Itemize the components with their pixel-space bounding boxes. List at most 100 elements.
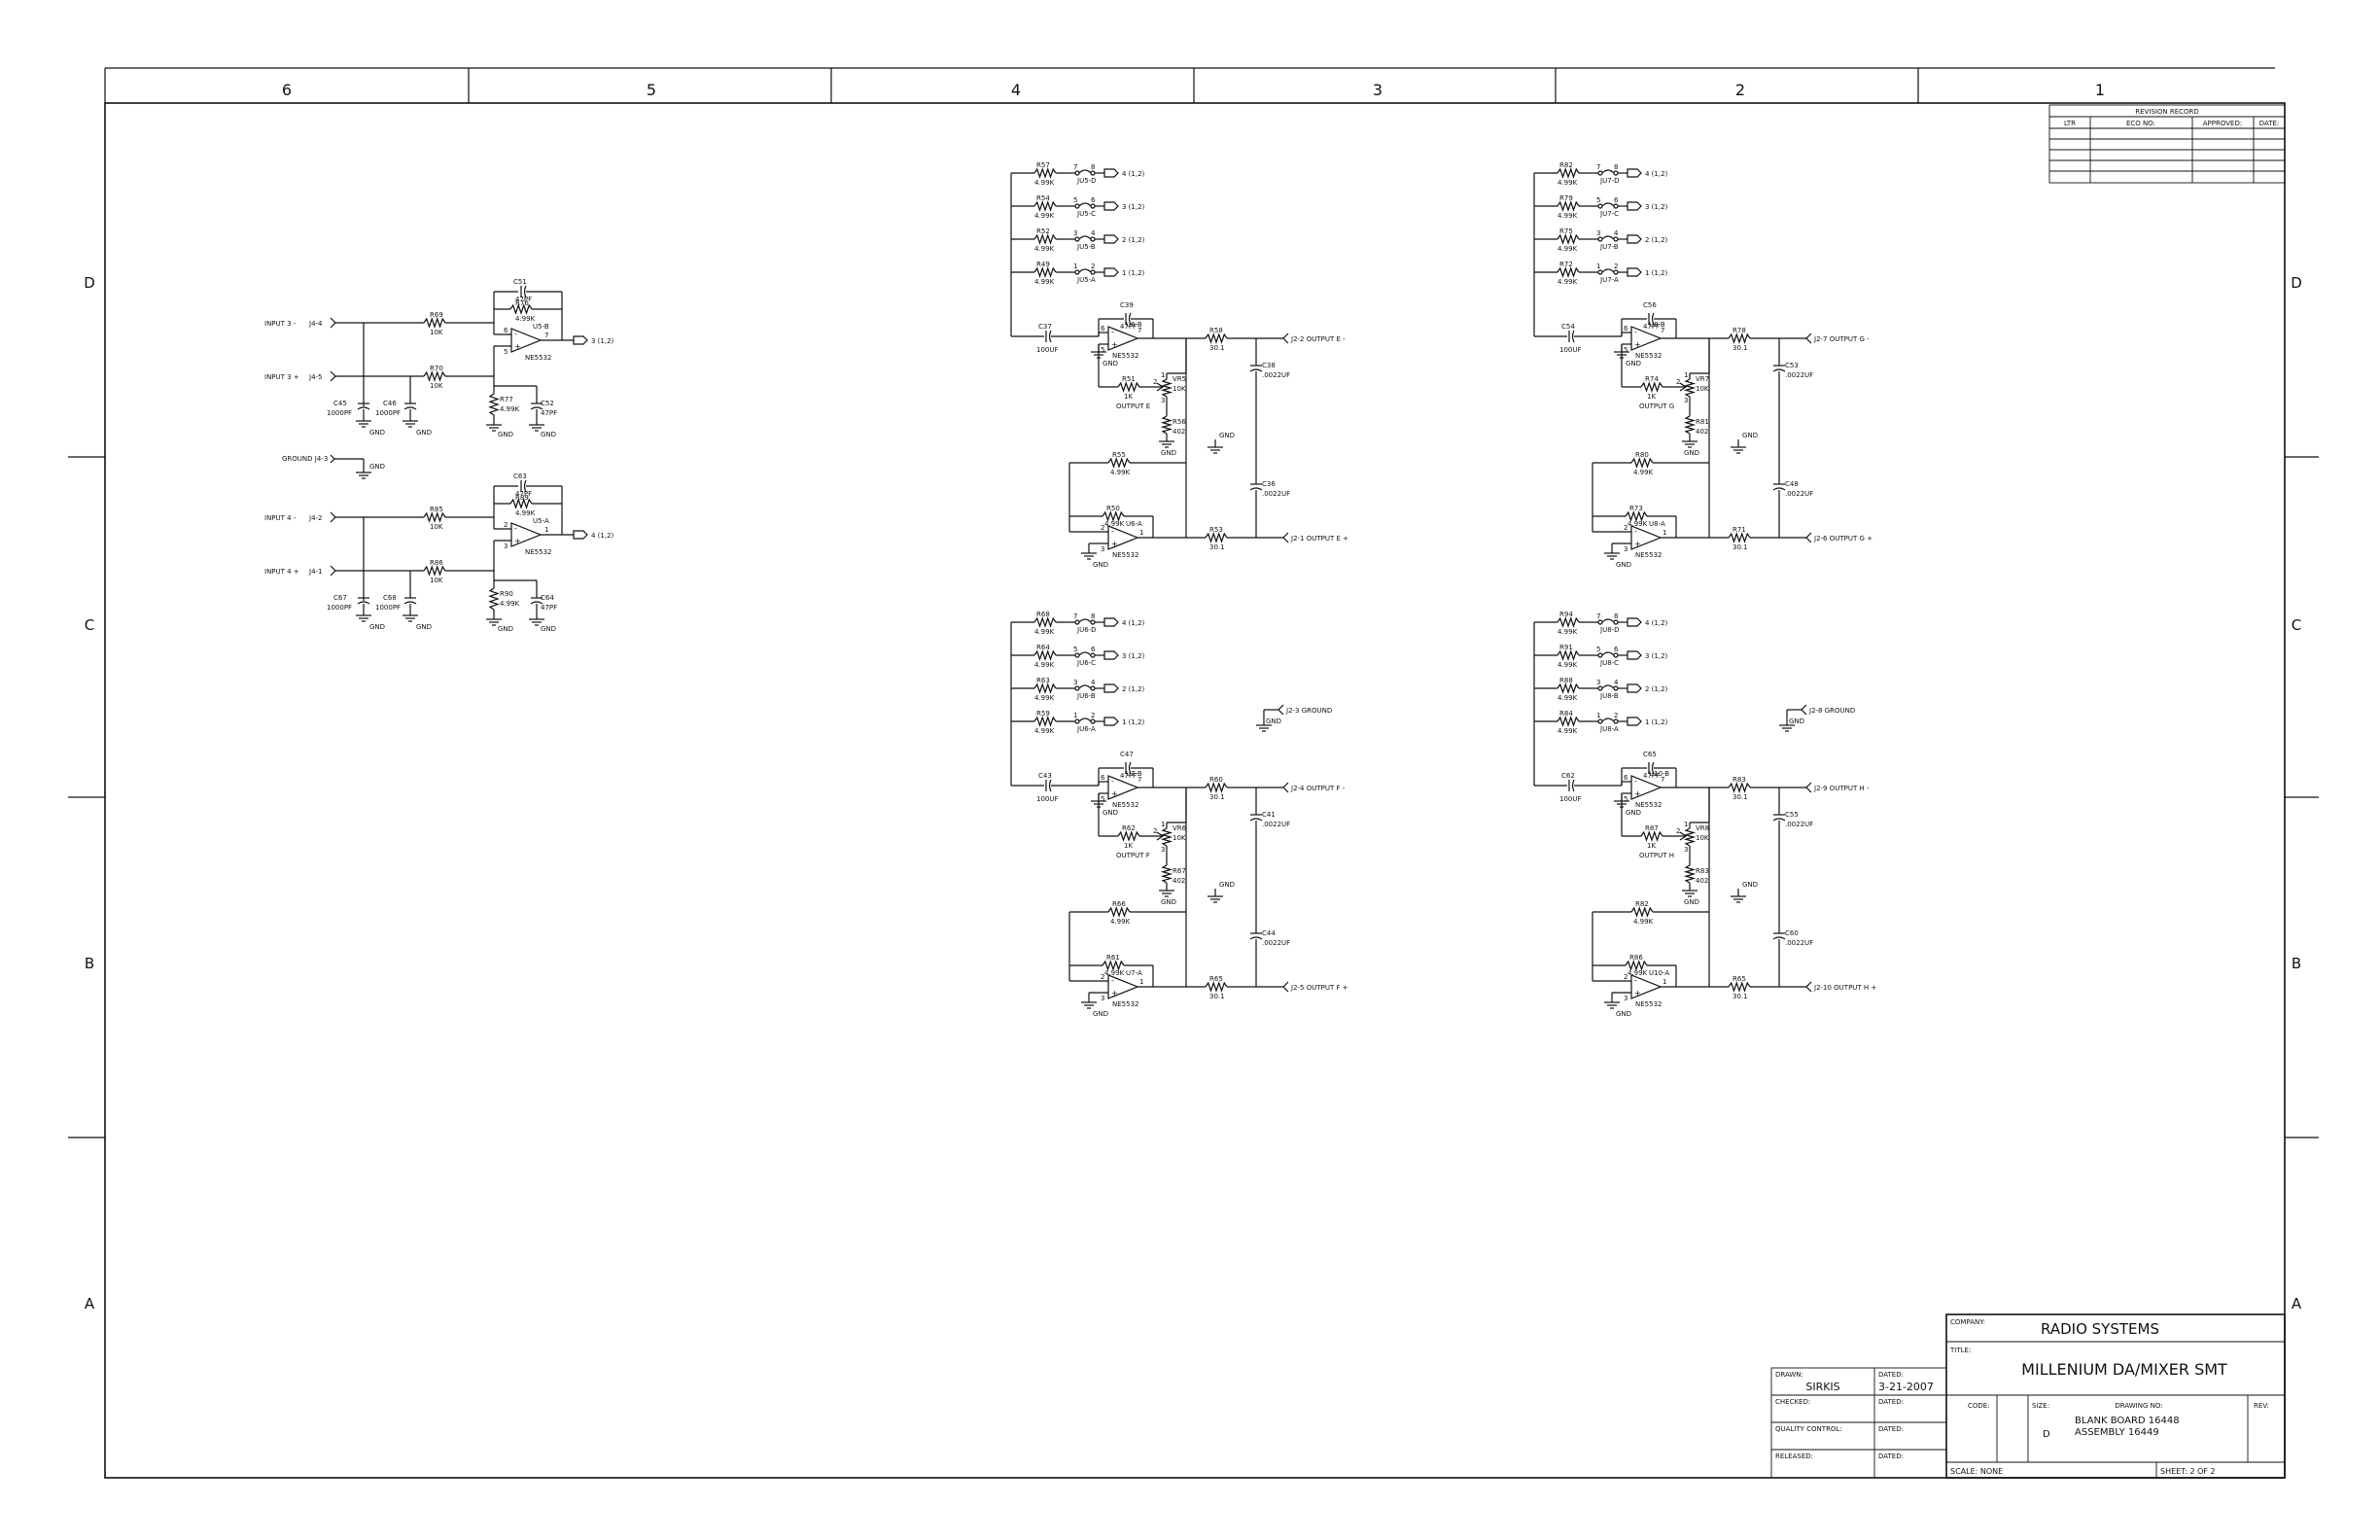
resistor-symbol [1640, 830, 1663, 842]
component-label: C51 [513, 278, 527, 286]
component-label: VR6 [1172, 824, 1187, 832]
component-label: 5 [1073, 646, 1077, 653]
component-label: 4 [1091, 679, 1096, 686]
bus-flag [1103, 201, 1119, 211]
component-label: 7 [1073, 612, 1077, 620]
component-label: 30.1 [1732, 543, 1748, 551]
component-label: 10K [430, 523, 443, 531]
component-label: 3 [1684, 846, 1688, 854]
component-label: 10K [1696, 385, 1709, 393]
drawing-no-line1: BLANK BOARD 16448 [2075, 1416, 2180, 1426]
component-label: R78 [1732, 327, 1746, 334]
component-label: R94 [1559, 611, 1573, 618]
component-label: .0022UF [1785, 821, 1813, 828]
component-label: R62 [1122, 824, 1136, 832]
component-label: 8 [1614, 612, 1618, 620]
component-label: JU8-C [1599, 659, 1619, 667]
component-label: C56 [1643, 301, 1657, 309]
component-label: R50 [1106, 505, 1120, 512]
component-label: R63 [1036, 677, 1050, 684]
connector-arrow [1805, 332, 1812, 344]
component-label: 4.99K [1558, 628, 1578, 636]
component-label: GND [541, 431, 556, 438]
component-label: 47PF [1120, 323, 1137, 331]
component-label: 2 [1153, 378, 1157, 386]
component-label: R82 [1635, 900, 1649, 908]
component-label: NE5532 [1112, 801, 1138, 809]
resistor-symbol [1033, 233, 1057, 245]
component-label: 2 [1101, 973, 1104, 981]
resistor-symbol [1557, 233, 1580, 245]
component-label: 6 [1101, 325, 1105, 332]
component-label: NE5532 [525, 354, 551, 362]
component-label: 30.1 [1209, 543, 1225, 551]
component-label: JU5-A [1076, 276, 1096, 284]
opamp-minus: - [1634, 328, 1637, 336]
component-label: 3 [1161, 397, 1165, 404]
component-label: 7 [1661, 327, 1664, 334]
resistor-symbol [1107, 457, 1131, 469]
connector-arrow [1282, 782, 1289, 793]
resistor-symbol [1033, 649, 1057, 661]
component-label: 47PF [541, 409, 557, 417]
component-label: 2 [1091, 262, 1095, 270]
jumper-pad [1597, 203, 1603, 209]
component-label: C37 [1038, 323, 1052, 331]
jumper-link [1078, 235, 1092, 240]
component-label: GND [1789, 718, 1804, 725]
connector-arrow [330, 370, 336, 382]
component-label: 1 (1,2) [1122, 718, 1145, 726]
component-label: GND [1161, 898, 1176, 906]
component-label: JU6-D [1076, 626, 1097, 634]
resistor-symbol [1205, 782, 1228, 793]
capacitor-symbol [1571, 779, 1575, 792]
jumper-link [1078, 618, 1092, 623]
component-label: C67 [333, 594, 347, 602]
component-label: 6 [1101, 774, 1105, 782]
component-label: 3 [1073, 679, 1077, 686]
input-pos-label: INPUT 4 + [264, 568, 299, 576]
component-label: R73 [1629, 505, 1643, 512]
revision-col-date: DATE: [2259, 120, 2280, 127]
jumper-pad [1613, 170, 1619, 176]
connector-arrow [1801, 704, 1807, 716]
opamp-symbol [1107, 974, 1139, 999]
component-label: 4.99K [1034, 661, 1055, 669]
output-pos-label: J2-6 OUTPUT G + [1813, 535, 1872, 542]
component-label: 4.99K [1034, 727, 1055, 735]
jumper-link [1601, 169, 1615, 174]
jumper-pad [1074, 236, 1080, 242]
component-label: 30.1 [1209, 993, 1225, 1000]
component-label: R65 [1732, 975, 1746, 983]
component-label: 2 [1153, 827, 1157, 835]
component-label: 4.99K [1110, 469, 1131, 476]
component-label: U10-A [1649, 969, 1669, 977]
component-label: 8 [1091, 163, 1095, 171]
component-label: JU8-A [1599, 725, 1619, 733]
connector-arrow [1805, 782, 1812, 793]
capacitor-symbol [1772, 936, 1786, 940]
resistor-symbol [1728, 782, 1751, 793]
resistor-symbol [1033, 716, 1057, 727]
component-label: JU6-A [1076, 725, 1096, 733]
jumper-link [1601, 651, 1615, 656]
component-label: 10K [1696, 834, 1709, 842]
jumper-pad [1074, 203, 1080, 209]
component-label: 5 [1624, 795, 1628, 803]
jumper-pad [1613, 718, 1619, 724]
jumper-pad [1090, 203, 1096, 209]
resistor-symbol [1683, 827, 1697, 847]
capacitor-symbol [1249, 368, 1263, 372]
component-label: 2 (1,2) [1122, 685, 1145, 693]
component-label: U5-A [533, 517, 549, 525]
opamp-minus: - [1634, 527, 1637, 536]
component-label: 7 [1138, 776, 1141, 784]
component-label: C38 [1262, 362, 1276, 369]
component-label: R89 [515, 494, 529, 502]
component-label: 2 [1624, 973, 1628, 981]
component-label: JU8-D [1599, 626, 1620, 634]
opamp-symbol [1630, 326, 1662, 351]
component-label: GND [1626, 360, 1641, 368]
